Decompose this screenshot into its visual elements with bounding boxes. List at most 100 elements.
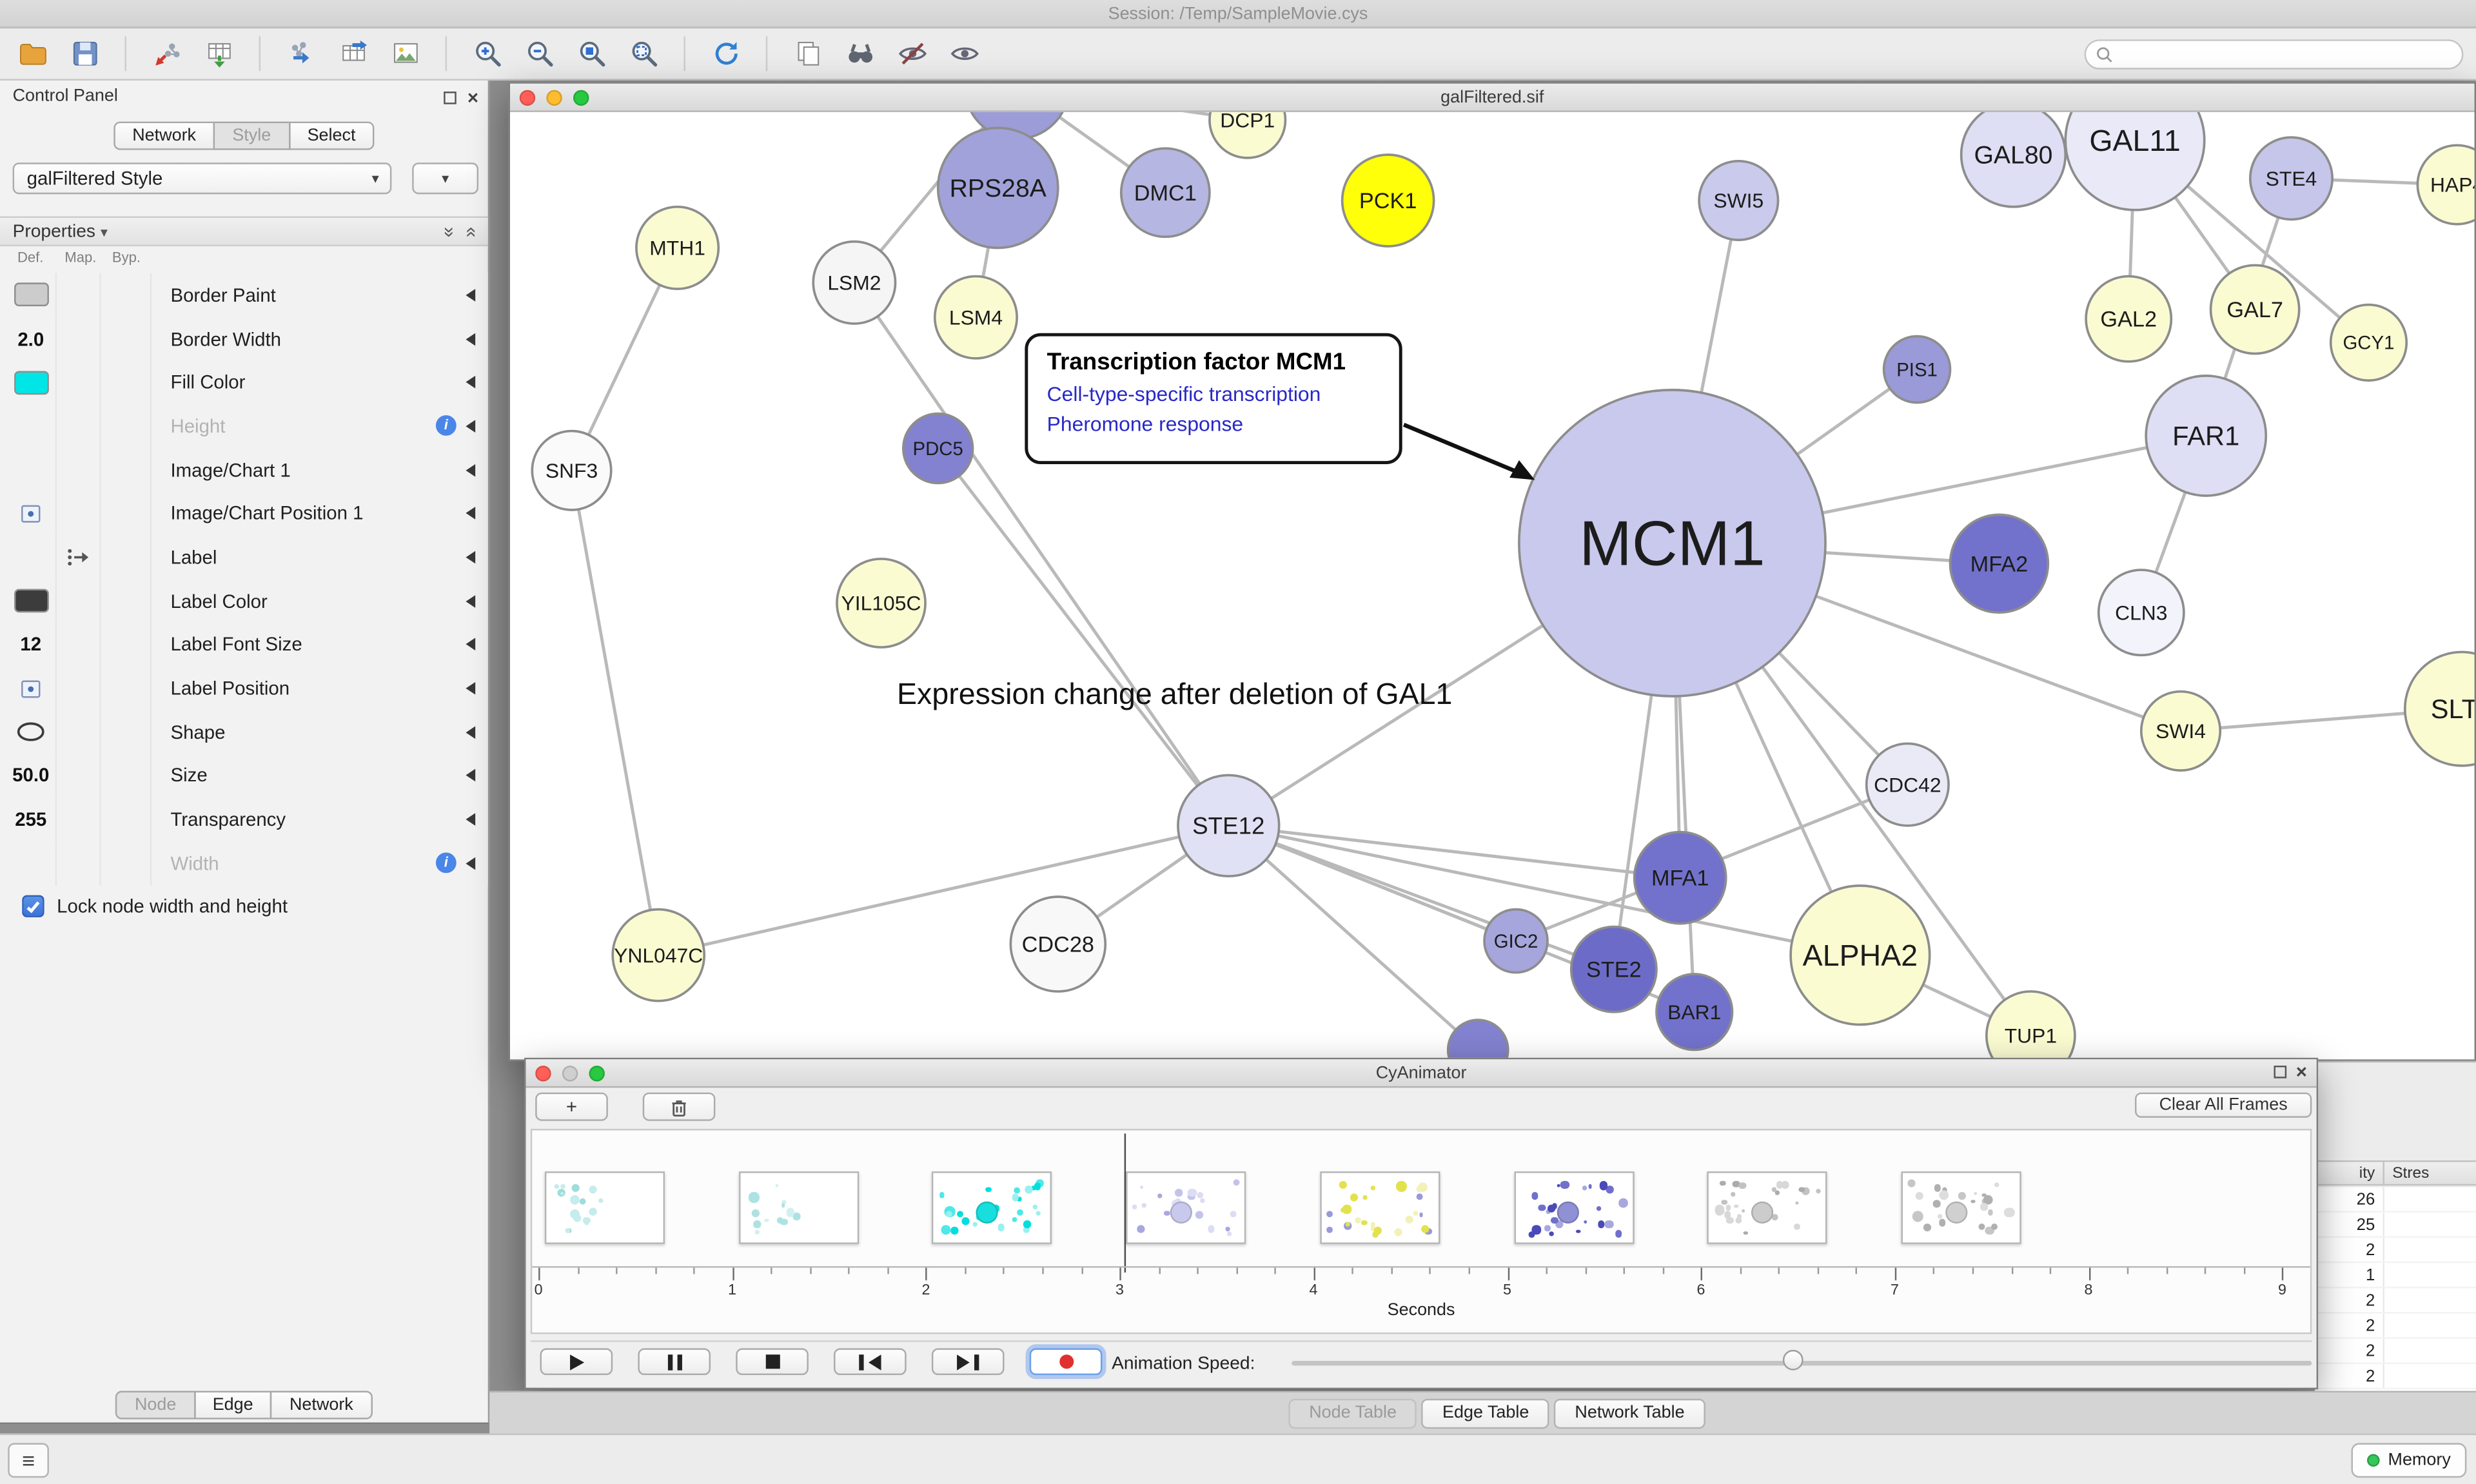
panel-menu-button[interactable]: ≡	[8, 1443, 49, 1478]
close-window-icon[interactable]	[535, 1066, 551, 1082]
frame-thumbnail-5[interactable]	[1513, 1171, 1634, 1244]
network-node-SNF3[interactable]: SNF3	[531, 429, 613, 511]
import-network-button[interactable]	[145, 32, 188, 75]
property-bypass-cell[interactable]	[101, 447, 152, 492]
property-bypass-cell[interactable]	[101, 535, 152, 580]
network-node-STE12[interactable]: STE12	[1177, 774, 1281, 878]
network-node-HAP4[interactable]: HAP4	[2416, 144, 2475, 226]
network-node-STE4[interactable]: STE4	[2248, 136, 2334, 221]
property-default-cell[interactable]	[6, 360, 57, 405]
record-button[interactable]	[1029, 1348, 1103, 1376]
network-node-STE2[interactable]: STE2	[1569, 925, 1658, 1013]
node-circle[interactable]	[1208, 112, 1287, 159]
expand-arrow-icon[interactable]	[466, 420, 476, 433]
property-mapping-cell[interactable]	[57, 579, 101, 623]
network-node-LSM4[interactable]: LSM4	[933, 275, 1018, 360]
expand-arrow-icon[interactable]	[466, 682, 476, 695]
frame-thumbnail-7[interactable]	[1901, 1171, 2021, 1244]
property-row[interactable]: Image/Chart 1	[0, 447, 488, 492]
property-mapping-cell[interactable]	[57, 404, 101, 448]
property-bypass-cell[interactable]	[101, 579, 152, 623]
network-node-GAL80[interactable]: GAL80	[1960, 112, 2067, 208]
node-circle[interactable]	[1960, 112, 2067, 208]
network-node-DMC1[interactable]: DMC1	[1119, 147, 1211, 239]
tab-style[interactable]: Style	[213, 121, 290, 150]
node-circle[interactable]	[2209, 264, 2301, 355]
mcm1-annotation[interactable]: Transcription factor MCM1 Cell-type-spec…	[1025, 333, 1402, 465]
expand-arrow-icon[interactable]	[466, 332, 476, 346]
node-circle[interactable]	[2416, 144, 2475, 226]
close-panel-icon[interactable]: ×	[467, 86, 479, 109]
expand-arrow-icon[interactable]	[466, 769, 476, 783]
property-bypass-cell[interactable]	[101, 317, 152, 361]
property-row[interactable]: Label Color	[0, 579, 488, 623]
network-node-GCY1[interactable]: GCY1	[2329, 303, 2408, 382]
network-node-ALPHA2[interactable]: ALPHA2	[1789, 884, 1931, 1026]
property-mapping-cell[interactable]	[57, 754, 101, 798]
annotation-link[interactable]: Cell-type-specific transcription	[1046, 382, 1321, 406]
network-node-CLN3[interactable]: CLN3	[2097, 569, 2185, 657]
network-node-CDC28[interactable]: CDC28	[1009, 895, 1107, 993]
frame-thumbnail-4[interactable]	[1319, 1171, 1440, 1244]
expand-arrow-icon[interactable]	[466, 288, 476, 302]
property-row[interactable]: Image/Chart Position 1	[0, 491, 488, 536]
property-mapping-cell[interactable]	[57, 841, 101, 885]
node-circle[interactable]	[2085, 275, 2173, 363]
zoom-in-button[interactable]	[466, 32, 508, 75]
minimize-window-icon[interactable]	[546, 90, 562, 106]
lock-size-checkbox[interactable]	[22, 895, 44, 917]
network-node-GIC2[interactable]: GIC2	[1483, 908, 1549, 974]
property-default-cell[interactable]	[6, 841, 57, 885]
tab-select[interactable]: Select	[288, 121, 375, 150]
network-node-MFA1[interactable]: MFA1	[1633, 830, 1727, 925]
zoom-selected-button[interactable]	[622, 32, 665, 75]
export-network-button[interactable]	[279, 32, 322, 75]
network-node-BAR1[interactable]: BAR1	[1655, 973, 1734, 1051]
minimize-window-icon[interactable]	[562, 1066, 578, 1082]
property-default-cell[interactable]	[6, 491, 57, 536]
frame-thumbnail-3[interactable]	[1126, 1171, 1246, 1244]
expand-all-icon[interactable]: »	[458, 226, 482, 238]
table-header-cell[interactable]: Stres	[2392, 1165, 2430, 1183]
show-all-button[interactable]	[943, 32, 985, 75]
network-window-titlebar[interactable]: galFiltered.sif	[510, 83, 2475, 112]
slider-thumb[interactable]	[1782, 1349, 1803, 1371]
table-row[interactable]: 25	[2315, 1212, 2476, 1238]
network-node-N_BOT[interactable]	[1446, 1019, 1509, 1060]
property-bypass-cell[interactable]	[101, 710, 152, 754]
property-bypass-cell[interactable]	[101, 273, 152, 317]
open-session-button[interactable]	[11, 32, 54, 75]
network-node-MCM1[interactable]: MCM1	[1518, 389, 1827, 698]
network-edge[interactable]	[936, 447, 1230, 827]
node-circle[interactable]	[1119, 147, 1211, 239]
properties-header[interactable]: Properties ▾ « »	[0, 216, 488, 247]
property-default-cell[interactable]	[6, 273, 57, 317]
network-edge[interactable]	[1228, 824, 1615, 971]
cyanimator-titlebar[interactable]: CyAnimator ×	[526, 1059, 2317, 1088]
tab-edge[interactable]: Edge	[193, 1391, 273, 1420]
pause-button[interactable]	[638, 1348, 711, 1376]
node-circle[interactable]	[611, 908, 706, 1002]
next-frame-button[interactable]	[931, 1348, 1005, 1376]
table-row[interactable]: 2	[2315, 1338, 2476, 1364]
property-default-cell[interactable]	[6, 535, 57, 580]
memory-button[interactable]: Memory	[2352, 1443, 2467, 1478]
node-circle[interactable]	[1985, 990, 2076, 1060]
add-frame-button[interactable]: +	[535, 1092, 608, 1121]
expand-arrow-icon[interactable]	[466, 594, 476, 608]
search-input[interactable]	[2120, 43, 2453, 66]
zoom-fit-button[interactable]	[570, 32, 613, 75]
network-node-LSM2[interactable]: LSM2	[812, 240, 897, 325]
delete-frame-button[interactable]	[642, 1092, 716, 1121]
network-node-GAL2[interactable]: GAL2	[2085, 275, 2173, 363]
network-node-RPS28A[interactable]: RPS28A	[936, 126, 1059, 249]
node-circle[interactable]	[1569, 925, 1658, 1013]
hide-selected-button[interactable]	[890, 32, 933, 75]
clear-all-frames-button[interactable]: Clear All Frames	[2135, 1092, 2312, 1118]
zoom-out-button[interactable]	[518, 32, 560, 75]
property-bypass-cell[interactable]	[101, 360, 152, 405]
property-bypass-cell[interactable]	[101, 797, 152, 842]
